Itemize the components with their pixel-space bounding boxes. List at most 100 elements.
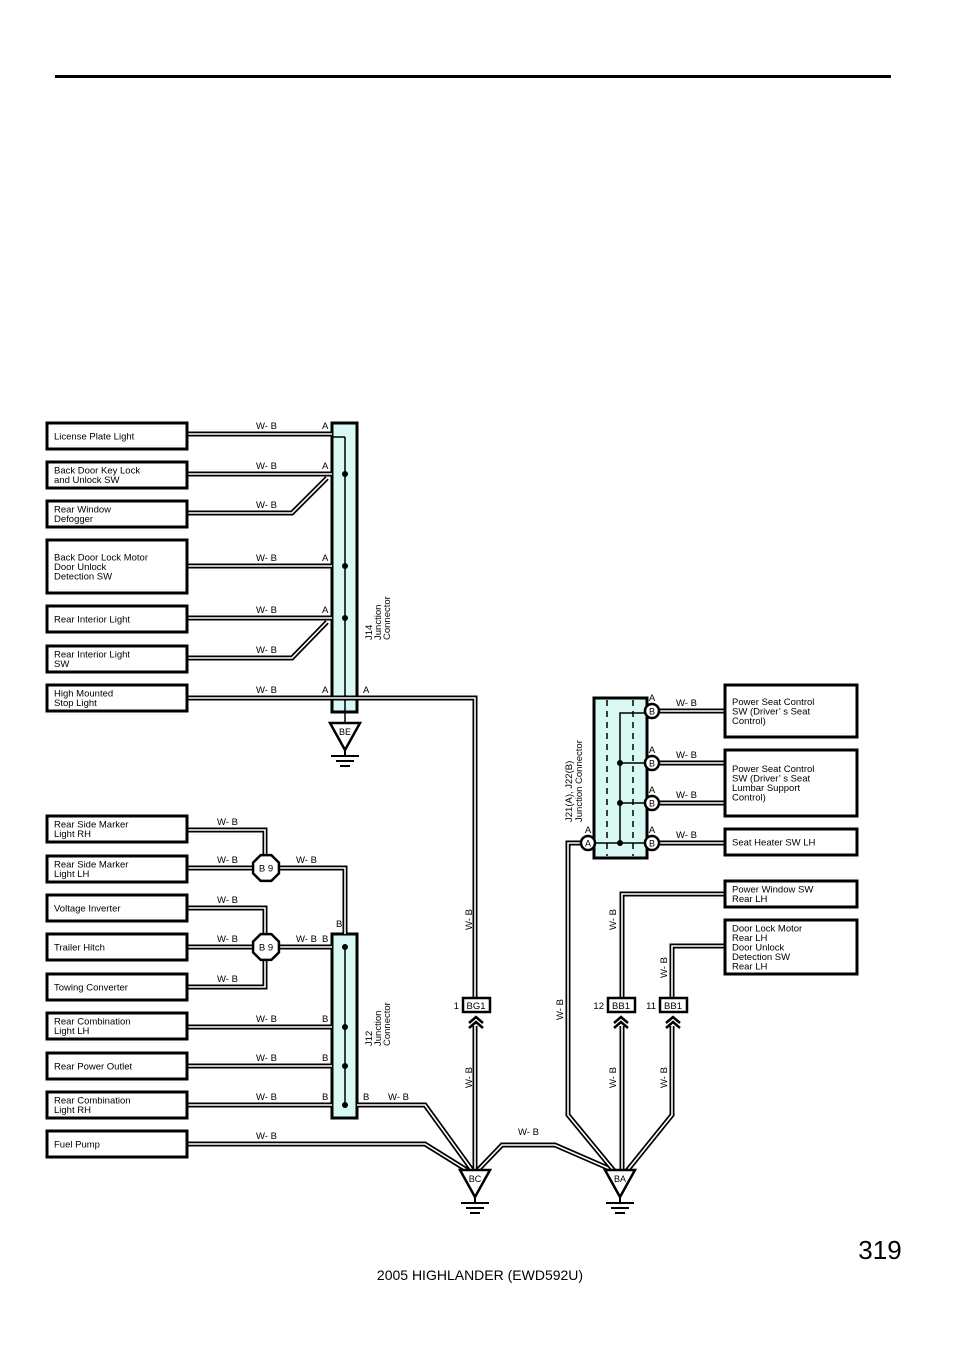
splice-dot xyxy=(617,760,623,766)
wire-core xyxy=(187,477,328,514)
junction-block-shape xyxy=(251,932,281,962)
pin-label: A xyxy=(322,605,329,616)
wire xyxy=(624,1026,675,1174)
wire-core xyxy=(567,842,616,1173)
pin-label: A xyxy=(649,785,656,796)
pin-label: A xyxy=(649,825,656,836)
ground-triangle xyxy=(327,721,363,753)
pin-label: B xyxy=(363,1092,369,1103)
connector-pin: BA xyxy=(643,745,661,772)
component-box-frame xyxy=(723,918,859,976)
pin-letter: A xyxy=(585,839,591,849)
wire-color-label: W- B xyxy=(296,855,317,866)
component-box-frame xyxy=(45,460,189,490)
wire-core xyxy=(671,945,725,998)
j12-connector-label: Connector xyxy=(382,1002,393,1046)
wire-color-label: W- B xyxy=(256,1014,277,1025)
component-box-frame xyxy=(723,879,859,909)
pin-circle xyxy=(643,794,661,812)
component-box-label: Stop Light xyxy=(54,698,97,709)
component-box-label: Rear LH xyxy=(732,894,768,905)
component-box-label: Detection SW xyxy=(732,952,790,963)
wire-color-label: W- B xyxy=(256,553,277,564)
chevron-icon xyxy=(468,1015,484,1024)
component-box-label: Power Seat Control xyxy=(732,764,814,775)
wire-core xyxy=(187,621,328,659)
component-box: Seat Heater SW LH xyxy=(723,827,859,857)
component-box-frame xyxy=(45,604,189,634)
wire-core xyxy=(187,829,266,855)
component-box-label: Fuel Pump xyxy=(54,1139,100,1150)
wire-color-label: W- B xyxy=(256,1092,277,1103)
inline-connector-pin: 1 xyxy=(454,1001,459,1012)
inline-connector-box xyxy=(658,996,689,1014)
wire-color-label: W- B xyxy=(217,934,238,945)
connectors-layer xyxy=(330,421,652,1120)
ground-triangle xyxy=(457,1168,493,1200)
splice-dot xyxy=(342,615,348,621)
ground-label: BE xyxy=(339,727,351,737)
splice-dot xyxy=(342,563,348,569)
wire-color-label: W- B xyxy=(659,957,670,978)
splice-dot xyxy=(342,1024,348,1030)
component-box-label: SW (Driver’ s Seat xyxy=(732,706,810,717)
ground-point: BA xyxy=(602,1168,638,1214)
wire-color-label: W- B xyxy=(518,1127,539,1138)
wire-color-label: W- B xyxy=(217,974,238,985)
wire-color-label: W- B xyxy=(256,1131,277,1142)
chevron-icon xyxy=(665,1015,681,1024)
inline-connector-pin: 12 xyxy=(593,1001,604,1012)
pin-label: B xyxy=(322,1014,328,1025)
component-box-label: Control) xyxy=(732,793,766,804)
component-box-label: Rear Side Marker xyxy=(54,820,128,831)
wire-color-label: W- B xyxy=(659,1067,670,1088)
junction-block-label: B 9 xyxy=(259,943,273,954)
component-box-label: and Unlock SW xyxy=(54,475,120,486)
wire-color-label: W- B xyxy=(676,790,697,801)
wire-color-label: W- B xyxy=(256,605,277,616)
component-box-frame xyxy=(45,932,189,962)
j21-connector-label: Junction Connector xyxy=(574,740,585,822)
wire-color-label: W- B xyxy=(676,698,697,709)
component-box-label: Defogger xyxy=(54,514,93,525)
pin-letter: B xyxy=(649,759,655,769)
pin-label: A xyxy=(585,825,592,836)
wire xyxy=(669,943,725,998)
component-box-frame xyxy=(45,499,189,529)
component-box-frame xyxy=(45,421,189,451)
connector-pin: BA xyxy=(643,693,661,720)
component-box: Rear Interior Light xyxy=(45,604,189,634)
wire-color-label: W- B xyxy=(676,830,697,841)
wire-color-label: W- B xyxy=(296,934,317,945)
component-box-label: Light LH xyxy=(54,869,90,880)
splice-dot xyxy=(342,1102,348,1108)
pin-label: B xyxy=(322,1053,328,1064)
component-box-frame xyxy=(723,683,859,739)
wire-core xyxy=(477,1144,618,1173)
component-box-label: Towing Converter xyxy=(54,982,128,993)
component-box-frame xyxy=(723,748,859,818)
ground-label: BA xyxy=(614,1174,626,1184)
pin-label: A xyxy=(322,685,329,696)
wire-color-label: W- B xyxy=(464,1067,475,1088)
component-box-label: Rear LH xyxy=(732,933,768,944)
pin-letter: B xyxy=(649,707,655,717)
j14-connector-label: J14 xyxy=(364,625,375,640)
component-box-label: Rear Window xyxy=(54,505,111,516)
wire xyxy=(187,827,268,855)
component-box-label: High Mounted xyxy=(54,689,113,700)
component-box: Towing Converter xyxy=(45,972,189,1002)
wire-core xyxy=(187,907,266,934)
wire xyxy=(187,905,268,934)
component-box-frame xyxy=(45,644,189,674)
component-box-label: Light RH xyxy=(54,829,91,840)
